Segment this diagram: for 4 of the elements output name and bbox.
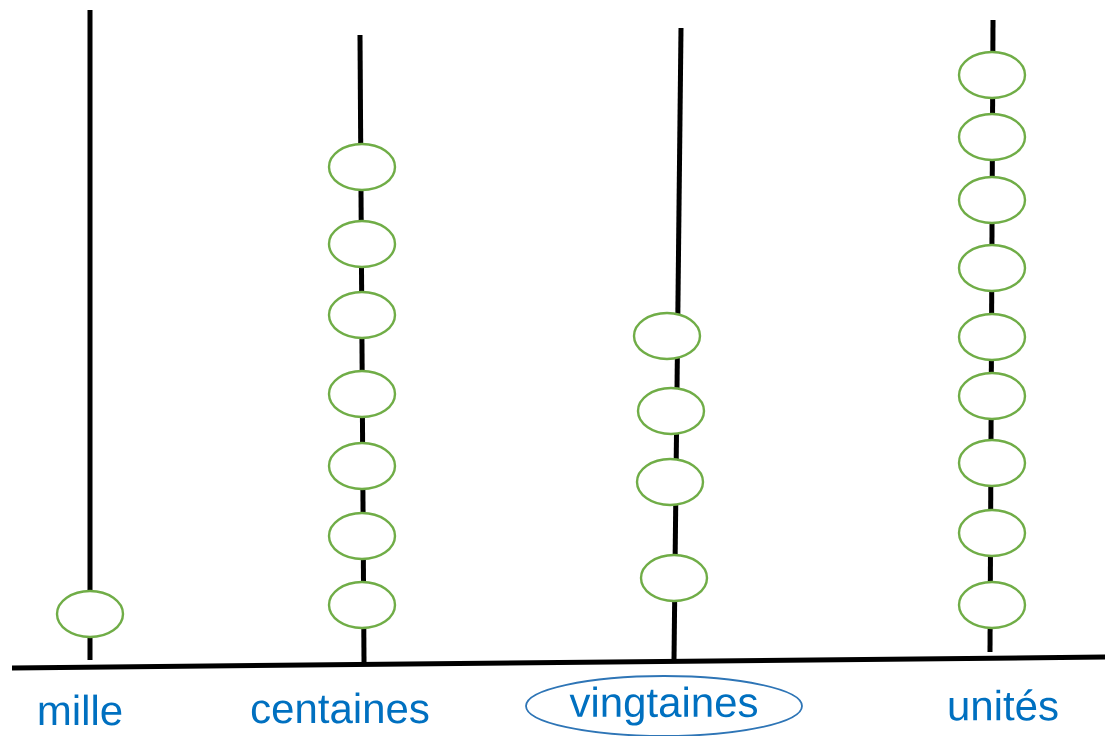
column-label: unités <box>949 689 1058 721</box>
column-label: centaines <box>251 692 429 724</box>
circled-label: vingtaines <box>525 675 803 736</box>
column-label: mille <box>39 694 122 726</box>
